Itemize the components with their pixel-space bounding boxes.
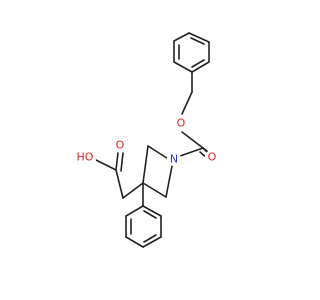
cooh-c-o-double-a — [115, 152, 119, 171]
atom-o-carbonyl-carbamate-label: O — [208, 151, 217, 164]
azetidine-ring — [142, 145, 173, 198]
benzyl-phenyl-ring — [173, 32, 210, 73]
lower-phenyl-ring — [125, 205, 162, 248]
quaternary-c-ch2-bond — [122, 182, 144, 199]
ch2-o-bond — [181, 91, 193, 115]
cooh-c-o-double-b — [120, 152, 124, 172]
carbamate-c-n-bond — [179, 147, 204, 157]
structure-canvas: O O N O HO — [74, 32, 219, 248]
atom-o-ester-label: O — [177, 117, 186, 130]
o-carbonyl-c-bond — [181, 131, 204, 149]
atom-n-azetidine: N — [167, 152, 181, 166]
ch2-cooh-bond — [115, 169, 124, 199]
atom-o-carbonyl-acid-label: O — [116, 139, 125, 152]
cooh-c-oh-bond — [95, 159, 117, 171]
atom-o-carbonyl-acid: O — [113, 138, 127, 152]
atom-o-ester: O — [174, 116, 188, 130]
atom-hydroxyl: HO — [74, 150, 96, 164]
atom-o-carbonyl-carbamate: O — [205, 150, 219, 164]
atom-n-label: N — [170, 153, 178, 166]
atom-hydroxyl-label: HO — [77, 151, 94, 164]
